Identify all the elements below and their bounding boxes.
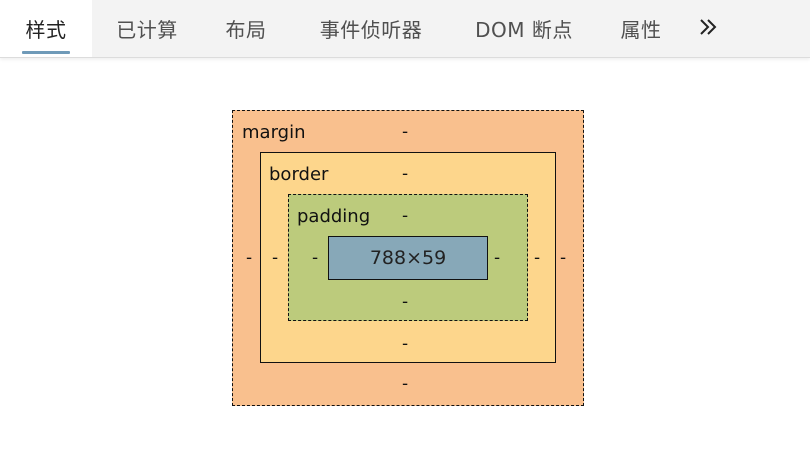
padding-bottom-value[interactable]: - [402, 292, 409, 312]
tab-label: 已计算 [116, 18, 178, 42]
border-bottom-value[interactable]: - [402, 334, 409, 354]
margin-top-value[interactable]: - [402, 122, 409, 142]
content-box[interactable]: 788×59 [328, 236, 488, 280]
border-top-value[interactable]: - [402, 164, 409, 184]
content-size-value[interactable]: 788×59 [369, 247, 447, 269]
more-tabs-button[interactable] [686, 0, 730, 57]
padding-label: padding [297, 206, 371, 227]
tab-label: DOM 断点 [475, 18, 573, 42]
active-tab-indicator [22, 51, 70, 54]
tab-layout[interactable]: 布局 [202, 0, 290, 57]
tab-event-listeners[interactable]: 事件侦听器 [290, 0, 452, 57]
tab-computed[interactable]: 已计算 [92, 0, 202, 57]
tab-properties[interactable]: 属性 [596, 0, 686, 57]
padding-right-value[interactable]: - [494, 248, 501, 268]
margin-right-value[interactable]: - [560, 248, 567, 268]
double-chevron-right-icon [697, 16, 719, 42]
border-left-value[interactable]: - [272, 248, 279, 268]
tab-label: 样式 [25, 18, 67, 42]
padding-top-value[interactable]: - [402, 206, 409, 226]
box-model-diagram: margin - - - - border - - - - padding - … [232, 110, 584, 406]
tab-label: 事件侦听器 [319, 18, 423, 42]
margin-bottom-value[interactable]: - [402, 374, 409, 394]
margin-left-value[interactable]: - [246, 248, 253, 268]
panel-tab-bar: 样式 已计算 布局 事件侦听器 DOM 断点 属性 [0, 0, 810, 58]
margin-label: margin [242, 122, 306, 143]
border-right-value[interactable]: - [534, 248, 541, 268]
padding-left-value[interactable]: - [312, 248, 319, 268]
tab-dom-breakpoints[interactable]: DOM 断点 [452, 0, 596, 57]
tab-label: 属性 [620, 18, 662, 42]
tab-styles[interactable]: 样式 [0, 0, 92, 57]
tab-label: 布局 [225, 18, 267, 42]
border-label: border [269, 164, 329, 185]
